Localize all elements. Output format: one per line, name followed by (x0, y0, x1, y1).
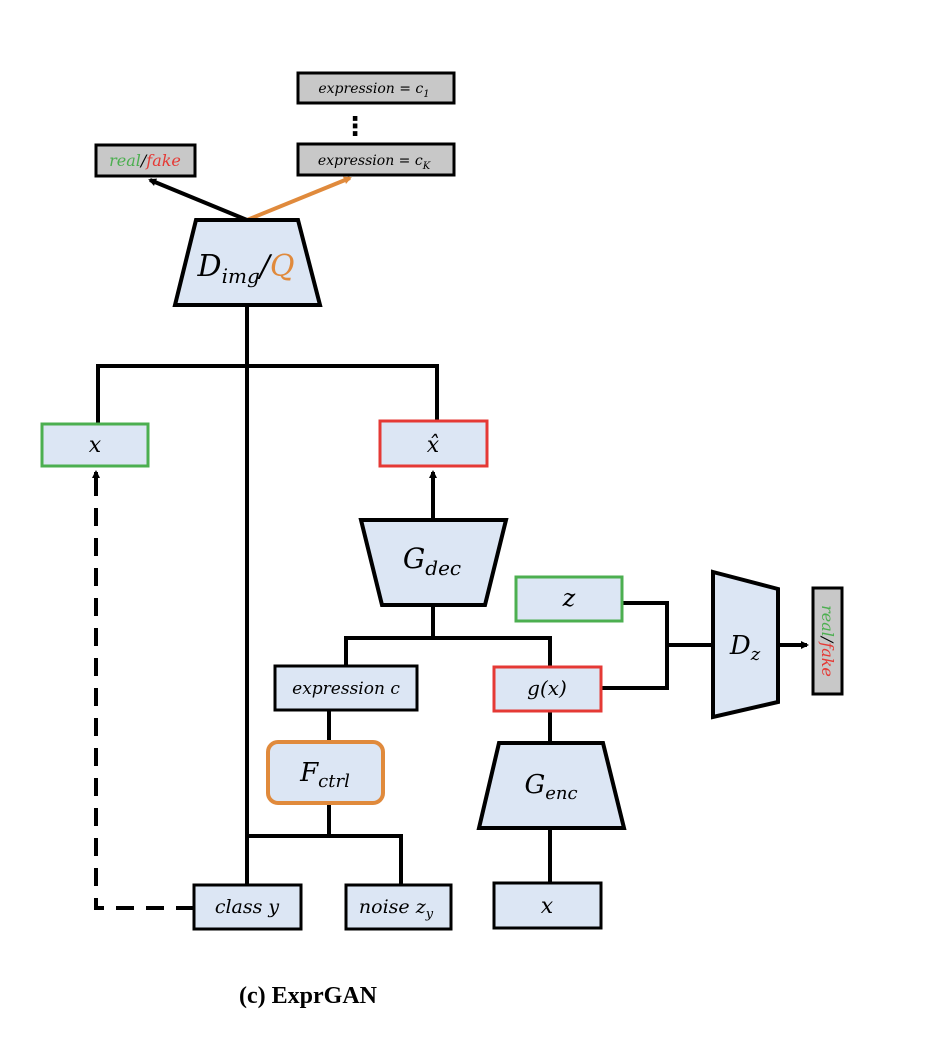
d-z-discriminator: Dz (711, 569, 780, 720)
svg-text:x: x (89, 433, 102, 458)
svg-text:z: z (562, 584, 576, 612)
svg-text:Gdec: Gdec (403, 542, 461, 580)
svg-text:g(x): g(x) (527, 676, 567, 700)
g-enc-encoder: Genc (476, 741, 627, 830)
x-hat-box: x̂ (378, 419, 489, 468)
output-expression-ck: expression = cK (296, 142, 456, 177)
d-img-discriminator: Dimg/Q (172, 218, 323, 307)
arrow-dimg-to-expression (246, 176, 352, 222)
x-input-box: x (492, 881, 603, 930)
svg-text:class y: class y (215, 896, 280, 918)
top-bus-line (96, 364, 439, 424)
slash-label: / (139, 151, 148, 170)
bottom-bus-line (247, 834, 403, 885)
svg-text:Genc: Genc (524, 770, 577, 804)
svg-text:expression c: expression c (292, 679, 400, 699)
real-label: real (109, 151, 141, 170)
svg-text:expression = c1: expression = c1 (318, 81, 429, 100)
f-ctrl-controller: Fctrl (266, 740, 385, 805)
g-x-latent-box: g(x) (492, 665, 603, 713)
expression-c-box: expression c (273, 664, 419, 712)
svg-text:Dz: Dz (729, 631, 761, 665)
noise-zy-box: noise zy (344, 883, 453, 931)
z-prior-box: z (514, 575, 624, 623)
gdec-bus-line (344, 636, 552, 667)
svg-text:Dimg/Q: Dimg/Q (197, 249, 295, 288)
g-dec-decoder: Gdec (358, 518, 509, 607)
output-expression-c1: expression = c1 (296, 71, 456, 105)
dashed-feedback-line (94, 480, 194, 910)
figure-caption: (c) ExprGAN (239, 983, 378, 1009)
q-label: Q (270, 249, 295, 284)
output-img-real-fake: real/fake (94, 143, 197, 178)
svg-text:x̂: x̂ (427, 433, 440, 458)
fake-label: fake (145, 151, 181, 170)
arrow-dimg-to-realfake (148, 178, 248, 222)
class-y-box: class y (192, 883, 303, 931)
svg-text:expression = cK: expression = cK (318, 153, 431, 172)
svg-text:x: x (541, 894, 554, 919)
x-real-box: x (40, 422, 150, 468)
connectors (92, 176, 809, 910)
svg-text:Fctrl: Fctrl (299, 758, 350, 792)
ellipsis-dots: ⋮ (342, 112, 368, 142)
svg-text:real/fake: real/fake (109, 151, 181, 170)
svg-text:real/fake: real/fake (818, 605, 837, 677)
svg-text:noise zy: noise zy (359, 896, 434, 922)
output-z-real-fake: real/fake (811, 586, 844, 696)
